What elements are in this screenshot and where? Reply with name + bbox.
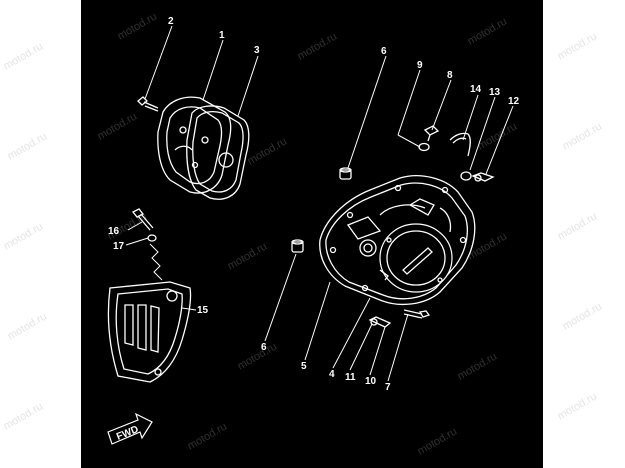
diagram-panel [81,0,543,468]
part-bolt-7 [403,309,431,319]
callout-6-bottom: 6 [261,342,267,353]
watermarks-panel: motod.ru motod.ru motod.ru motod.ru moto… [96,10,520,457]
part-crankcase-cover-5 [319,175,476,306]
callout-17: 17 [113,241,125,252]
callout-4: 4 [329,369,335,380]
part-bolt-16 [131,208,154,231]
watermark: motod.ru [296,30,340,62]
watermarks-margin: motod.ru motod.ru motod.ru motod.ru moto… [2,30,605,432]
part-round-cover-4 [379,223,453,293]
watermark: motod.ru [186,420,230,452]
part-washer-17 [147,234,157,242]
watermark: motod.ru [556,30,600,62]
callout-1: 1 [219,30,225,41]
callout-10: 10 [365,376,377,387]
watermark: motod.ru [116,10,160,42]
callout-7: 7 [385,382,391,393]
callout-2: 2 [168,16,174,27]
watermark: motod.ru [556,390,600,422]
watermark: motod.ru [561,120,605,152]
leader-lines [125,25,514,382]
part-bolt-12 [471,172,495,182]
callout-12: 12 [508,96,520,107]
watermark: motod.ru [96,110,140,142]
watermark: motod.ru [476,120,520,152]
part-bolt-2 [137,96,159,112]
callout-15: 15 [197,305,209,316]
watermark: motod.ru [466,15,510,47]
watermark: motod.ru [226,240,270,272]
watermark: motod.ru [416,425,460,457]
part-washer-13 [460,171,472,181]
callout-11: 11 [345,372,356,383]
part-dowel-6-top [339,167,352,180]
watermark: motod.ru [456,350,500,382]
watermark: motod.ru [236,340,280,372]
watermark: motod.ru [2,40,46,72]
watermark: motod.ru [2,400,46,432]
part-dowel-6-bottom [291,239,304,253]
leader-zigzag [149,243,163,281]
fwd-arrow: FWD [107,412,153,445]
callout-14: 14 [470,84,482,95]
callout-9: 9 [417,60,423,71]
watermark: motod.ru [246,135,290,167]
callout-labels: 2 1 3 6 9 8 14 13 12 16 17 15 6 5 4 11 1… [108,16,520,393]
part-sprocket-cover-15 [107,281,192,383]
callout-13: 13 [489,87,501,98]
callout-5: 5 [301,361,307,372]
callout-6-top: 6 [381,46,387,57]
part-screw-11 [368,316,392,328]
watermark: motod.ru [561,300,605,332]
watermark: motod.ru [556,210,600,242]
watermark: motod.ru [6,310,50,342]
callout-3: 3 [254,45,260,56]
fwd-label: FWD [115,424,140,443]
part-gasket-3 [186,105,250,200]
part-oring-9 [418,142,430,152]
callout-8: 8 [447,70,453,81]
watermark: motod.ru [6,130,50,162]
part-plug-8 [423,125,440,142]
callout-16: 16 [108,226,120,237]
part-hose-14 [449,132,471,157]
part-clutch-cover-1 [157,96,232,194]
watermark: motod.ru [2,220,46,252]
